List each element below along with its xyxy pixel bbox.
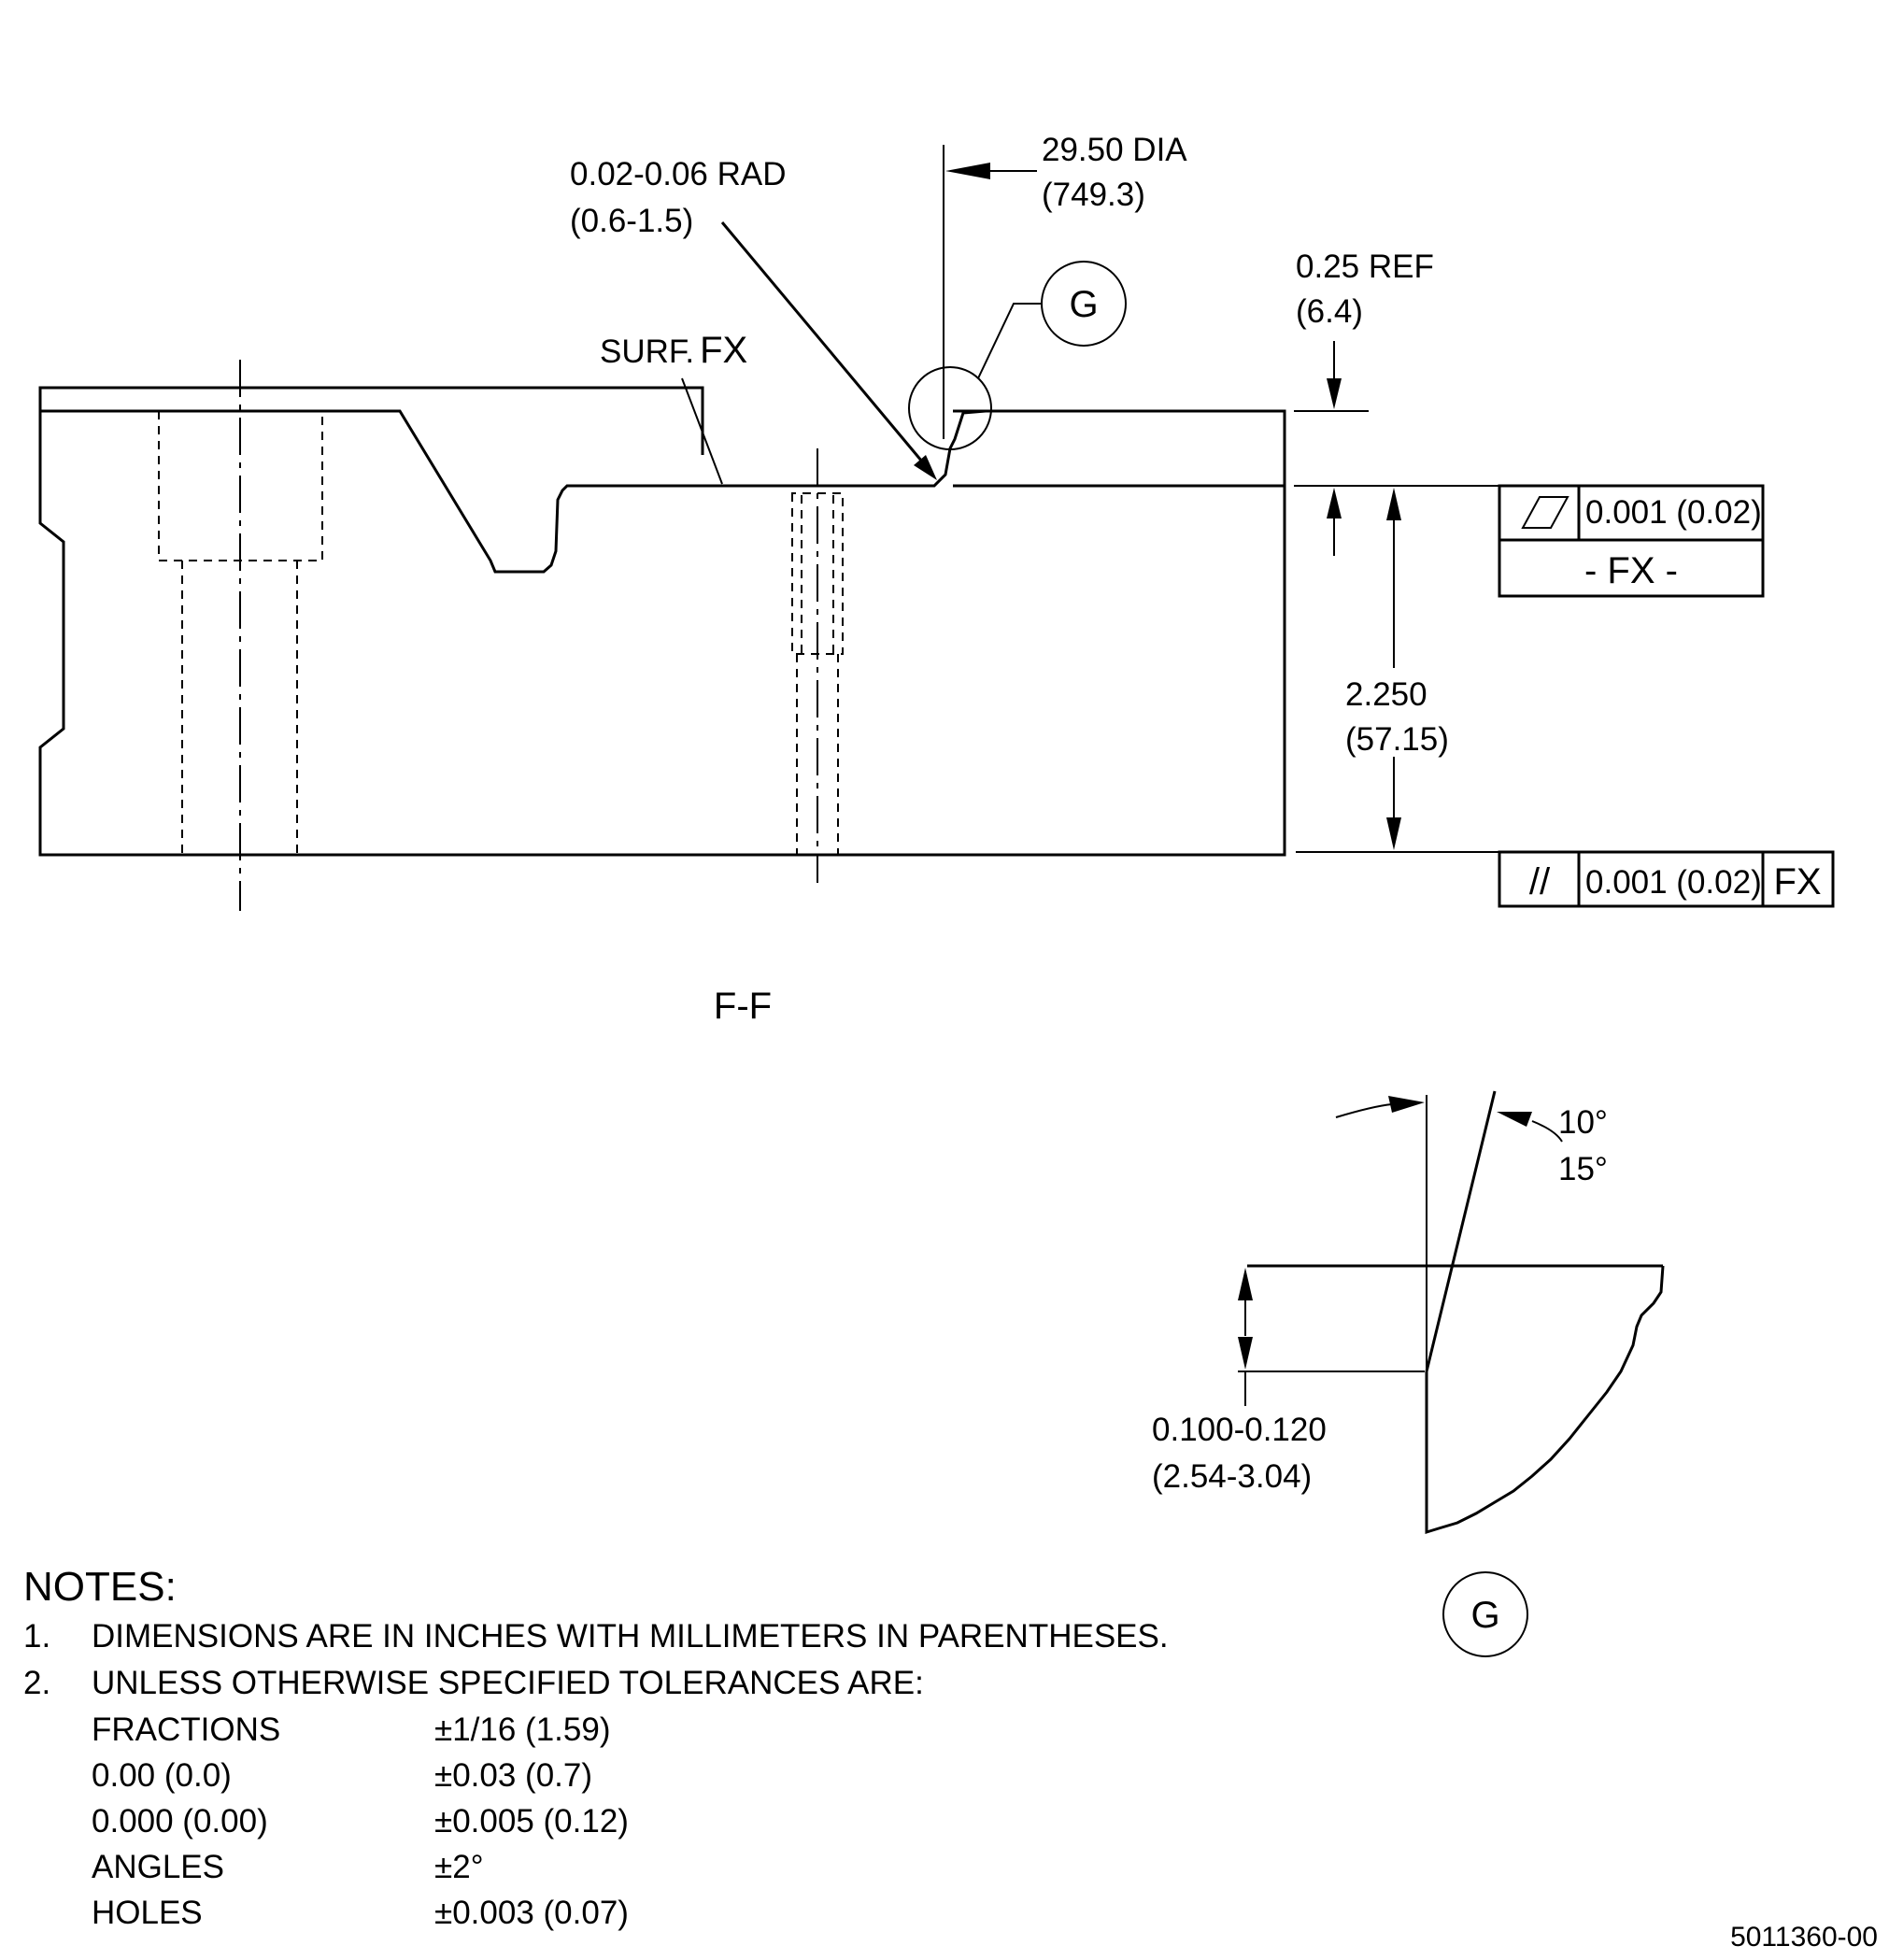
tap-hidden-lower <box>796 654 839 855</box>
detail-g-label-circle <box>1442 1571 1528 1657</box>
tap-hidden-outer <box>791 492 844 655</box>
ref-arrow-up <box>1327 488 1342 518</box>
angle-arrow-left <box>1388 1096 1425 1113</box>
dia-arrow <box>945 163 990 179</box>
dia-label: 29.50 DIA <box>1042 132 1187 168</box>
surface-leader <box>681 377 723 485</box>
notes: NOTES: 1. DIMENSIONS ARE IN INCHES WITH … <box>23 1564 1169 1931</box>
tolerance-label: ANGLES <box>92 1849 224 1885</box>
ref-label-mm: (6.4) <box>1296 293 1363 330</box>
notes-title: NOTES: <box>23 1564 177 1610</box>
rad-label-mm: (0.6-1.5) <box>570 203 693 239</box>
parallel-value: 0.001 (0.02) <box>1585 864 1762 901</box>
part-outline <box>38 386 1286 857</box>
note-number: 2. <box>23 1665 50 1701</box>
tolerance-value: ±0.03 (0.7) <box>434 1757 592 1794</box>
rad-label: 0.02-0.06 RAD <box>570 156 787 192</box>
datum-fx-label: - FX - <box>1584 550 1678 591</box>
section-view-ff: G 29.50 DIA (749.3) 0.02-0.06 RAD (0.6-1… <box>38 132 1835 1027</box>
chamfer-label-mm: (2.54-3.04) <box>1152 1458 1312 1495</box>
angle-min-label: 10° <box>1558 1104 1608 1141</box>
detail-g-callout-circle <box>1041 261 1127 347</box>
detail-g-label: G <box>1470 1595 1499 1636</box>
flatness-frame: 0.001 (0.02) - FX - <box>1498 484 1765 598</box>
section-label: F-F <box>714 986 772 1027</box>
angle-arrow-right <box>1497 1112 1532 1127</box>
dia-label-mm: (749.3) <box>1042 177 1145 213</box>
detail-g-leader <box>977 303 1042 379</box>
detail-chamfer-line <box>1425 1090 1497 1372</box>
parallelism-frame: // 0.001 (0.02) FX <box>1498 850 1835 908</box>
drawing-number: 5011360-00 <box>1730 1922 1878 1953</box>
ref-arrow-down <box>1327 378 1342 409</box>
height-label: 2.250 <box>1345 676 1427 713</box>
rad-leader <box>720 221 929 468</box>
note-text: DIMENSIONS ARE IN INCHES WITH MILLIMETER… <box>92 1618 1169 1655</box>
tolerance-label: 0.000 (0.00) <box>92 1803 268 1839</box>
surface-label: SURF.FX <box>600 330 747 371</box>
tolerance-value: ±0.005 (0.12) <box>434 1803 629 1839</box>
tolerance-label: FRACTIONS <box>92 1711 280 1748</box>
tolerance-label: HOLES <box>92 1895 203 1931</box>
tap-hidden-inner <box>801 495 834 654</box>
note-number: 1. <box>23 1618 50 1655</box>
rad-arrow <box>914 455 937 480</box>
chamfer-arrow-down <box>1238 1337 1253 1370</box>
chamfer-arrow-up <box>1238 1268 1253 1300</box>
height-arrow-down <box>1386 817 1401 850</box>
note-text: UNLESS OTHERWISE SPECIFIED TOLERANCES AR… <box>92 1665 924 1701</box>
tolerance-value: ±0.003 (0.07) <box>434 1895 629 1931</box>
flatness-value: 0.001 (0.02) <box>1585 494 1762 531</box>
tolerance-label: 0.00 (0.0) <box>92 1757 232 1794</box>
flatness-symbol-icon <box>1521 496 1569 529</box>
angle-arc-right <box>1531 1120 1563 1143</box>
height-arrow-up <box>1386 488 1401 520</box>
tolerance-value: ±1/16 (1.59) <box>434 1711 610 1748</box>
detail-g-circle <box>908 366 992 450</box>
chamfer-label: 0.100-0.120 <box>1152 1412 1327 1448</box>
tolerance-value: ±2° <box>434 1849 484 1885</box>
detail-g-callout: G <box>1069 284 1098 325</box>
angle-arc-left <box>1335 1103 1393 1118</box>
groove-outline <box>40 409 987 574</box>
angle-max-label: 15° <box>1558 1151 1608 1187</box>
height-label-mm: (57.15) <box>1345 721 1449 758</box>
ref-label: 0.25 REF <box>1296 249 1434 285</box>
parallel-symbol-icon: // <box>1529 861 1551 902</box>
detail-view-g: 10° 15° 0.100-0.120 (2.54-3.04) G <box>1152 1090 1665 1657</box>
parallel-datum: FX <box>1773 861 1821 902</box>
detail-part-profile <box>1425 1265 1665 1535</box>
